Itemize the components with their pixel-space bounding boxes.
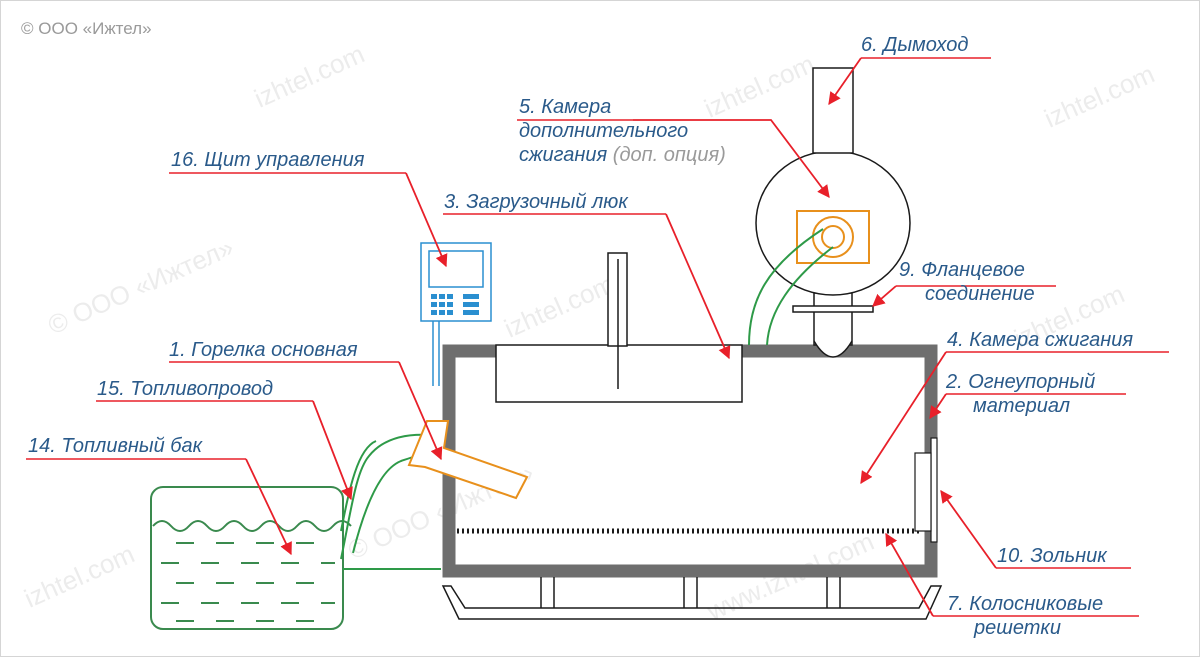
chimney	[812, 67, 854, 154]
leader-arrows	[245, 57, 997, 617]
flange-connection	[792, 305, 874, 313]
label-underlines	[26, 57, 1169, 617]
label-afterburner-2: дополнительного	[519, 120, 689, 142]
label-grates-2: решетки	[974, 617, 1061, 639]
label-fuel-tank: 14. Топливный бак	[28, 435, 203, 457]
label-afterburner-option: (доп. опция)	[612, 144, 726, 166]
afterburner-chamber	[755, 150, 911, 358]
label-chamber: 4. Камера сжигания	[947, 329, 1134, 351]
fuel-tank	[150, 486, 352, 630]
label-chimney: 6. Дымоход	[861, 34, 969, 56]
label-flange-2: соединение	[925, 283, 1035, 305]
label-refractory-2: материал	[973, 395, 1071, 417]
label-burner: 1. Горелка основная	[169, 339, 358, 361]
label-control-panel: 16. Щит управления	[171, 149, 365, 171]
control-panel	[420, 242, 492, 386]
fuel-line	[340, 433, 441, 570]
label-refractory-1: 2. Огнеупорный	[946, 371, 1096, 393]
label-ashpit: 10. Зольник	[997, 545, 1107, 567]
copyright-text: © ООО «Ижтел»	[21, 19, 152, 38]
label-loading-hatch: 3. Загрузочный люк	[444, 191, 628, 213]
afterburner-feed-pipe	[748, 228, 834, 346]
label-afterburner-3-text: сжигания	[519, 144, 608, 166]
main-burner	[407, 420, 529, 500]
label-flange-1: 9. Фланцевое	[899, 259, 1025, 281]
skid-base	[441, 577, 943, 620]
label-afterburner-1: 5. Камера	[519, 96, 612, 118]
label-grates-1: 7. Колосниковые	[947, 593, 1104, 615]
loading-hatch	[495, 252, 743, 403]
label-fuel-line: 15. Топливопровод	[97, 378, 273, 400]
ashpit-door	[914, 437, 938, 543]
label-afterburner-3: сжигания (доп. опция)	[519, 144, 726, 166]
